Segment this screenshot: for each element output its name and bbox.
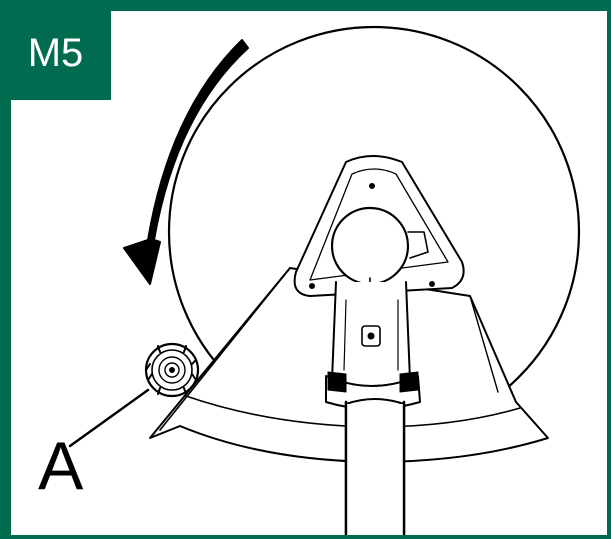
callout-leader-line bbox=[68, 388, 150, 448]
connector-left-rib bbox=[343, 299, 347, 371]
connector-slot bbox=[361, 325, 381, 347]
guard-right-edge bbox=[469, 295, 499, 393]
clamp-left-block bbox=[327, 371, 347, 393]
hub-tab bbox=[407, 231, 429, 259]
housing-inner-outline bbox=[309, 168, 449, 281]
shaft-tube-top bbox=[345, 398, 405, 405]
housing-screw-right bbox=[429, 281, 435, 287]
rotation-arrow-icon bbox=[123, 39, 249, 285]
clamp-right-block bbox=[399, 371, 419, 393]
step-badge: M5 bbox=[0, 0, 111, 100]
connector-bolt bbox=[367, 332, 375, 340]
gear-hub bbox=[330, 206, 410, 286]
callout-letter-a: A bbox=[38, 428, 84, 504]
housing-screw-top bbox=[369, 183, 375, 189]
housing-screw-left bbox=[309, 283, 315, 289]
guard-edge-line bbox=[159, 267, 291, 431]
locking-knob-icon bbox=[144, 342, 200, 398]
